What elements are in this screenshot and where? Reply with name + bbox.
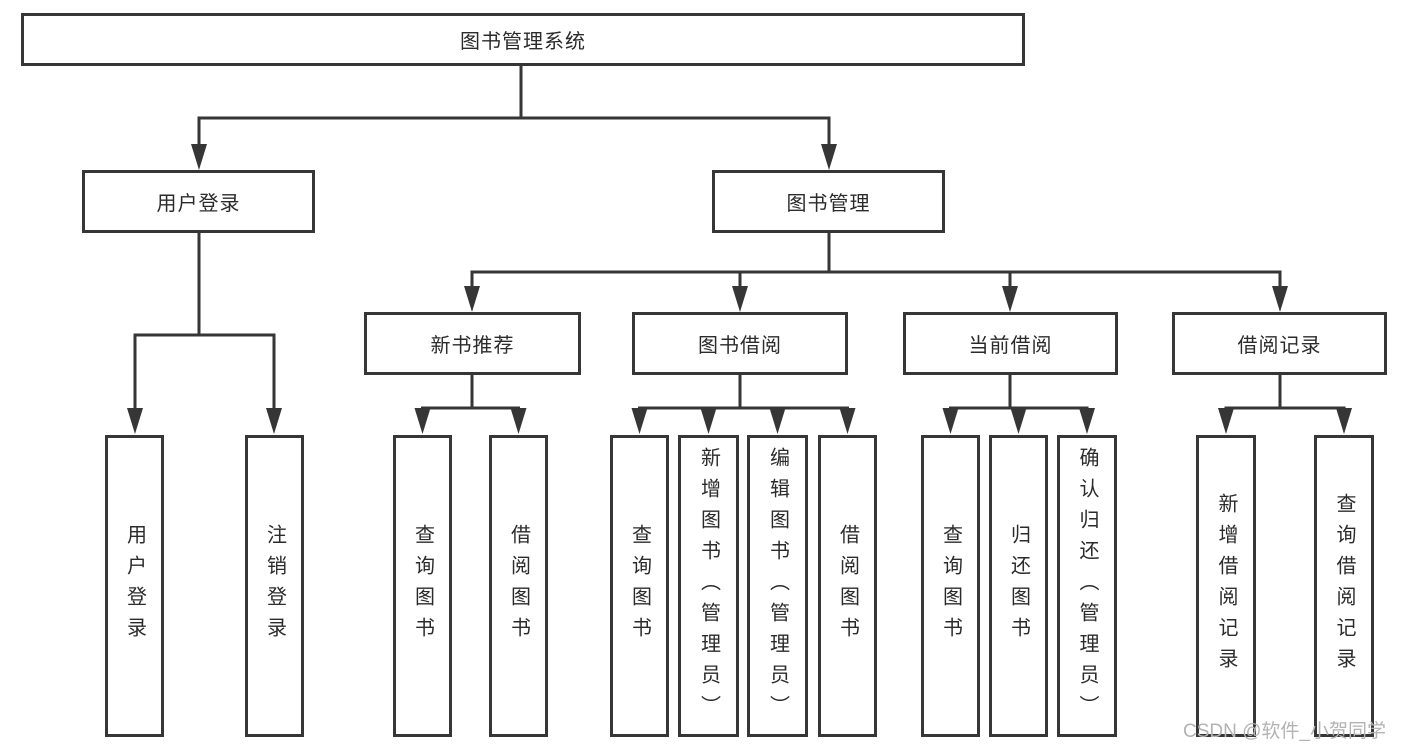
arrowheads	[127, 144, 1352, 434]
leaf-confirm-return-admin: 确认归还（管理员）	[1057, 435, 1117, 737]
node-label: 新增借阅记录	[1215, 493, 1237, 679]
node-label: 图书管理	[786, 193, 871, 215]
node-label: 确认归还（管理员）	[1076, 446, 1098, 726]
node-new-book-recommendation: 新书推荐	[364, 312, 581, 375]
csdn-watermark: CSDN @软件_小贺同学	[1183, 721, 1386, 742]
node-label: 新书推荐	[430, 335, 515, 357]
leaf-query-books-borrowing: 查询图书	[610, 435, 669, 737]
node-label: 归还图书	[1007, 524, 1030, 648]
node-label: 用户登录	[156, 193, 241, 215]
node-label: 新增图书（管理员）	[697, 446, 720, 726]
node-book-management: 图书管理	[712, 170, 945, 233]
node-label: 当前借阅	[968, 335, 1053, 357]
node-root-library-system: 图书管理系统	[21, 13, 1025, 66]
node-label: 编辑图书（管理员）	[766, 446, 789, 726]
node-user-login: 用户登录	[82, 170, 315, 233]
leaf-user-login: 用户登录	[105, 435, 164, 737]
leaf-query-books-recommend: 查询图书	[393, 435, 452, 737]
leaf-query-borrow-record: 查询借阅记录	[1314, 435, 1374, 737]
node-label: 借阅记录	[1237, 335, 1322, 357]
node-label: 查询图书	[411, 524, 434, 648]
node-label: 查询图书	[939, 524, 962, 648]
node-label: 借阅图书	[836, 524, 859, 648]
node-current-borrowing: 当前借阅	[903, 312, 1118, 375]
leaf-add-borrow-record: 新增借阅记录	[1196, 435, 1256, 737]
leaf-logout: 注销登录	[245, 435, 304, 737]
node-label: 图书借阅	[698, 335, 782, 357]
leaf-add-books-admin: 新增图书（管理员）	[678, 435, 739, 737]
leaf-return-books: 归还图书	[989, 435, 1048, 737]
leaf-edit-books-admin: 编辑图书（管理员）	[747, 435, 808, 737]
node-label: 用户登录	[123, 524, 146, 648]
node-label: 注销登录	[263, 524, 286, 648]
leaf-borrow-books-recommend: 借阅图书	[489, 435, 548, 737]
node-label: 图书管理系统	[460, 31, 586, 53]
node-label: 查询借阅记录	[1333, 493, 1355, 679]
node-borrowing-records: 借阅记录	[1172, 312, 1387, 375]
leaf-query-books-current: 查询图书	[921, 435, 980, 737]
node-label: 查询图书	[628, 524, 651, 648]
node-book-borrowing: 图书借阅	[632, 312, 848, 375]
leaf-borrow-books: 借阅图书	[818, 435, 877, 737]
node-label: 借阅图书	[507, 524, 530, 648]
